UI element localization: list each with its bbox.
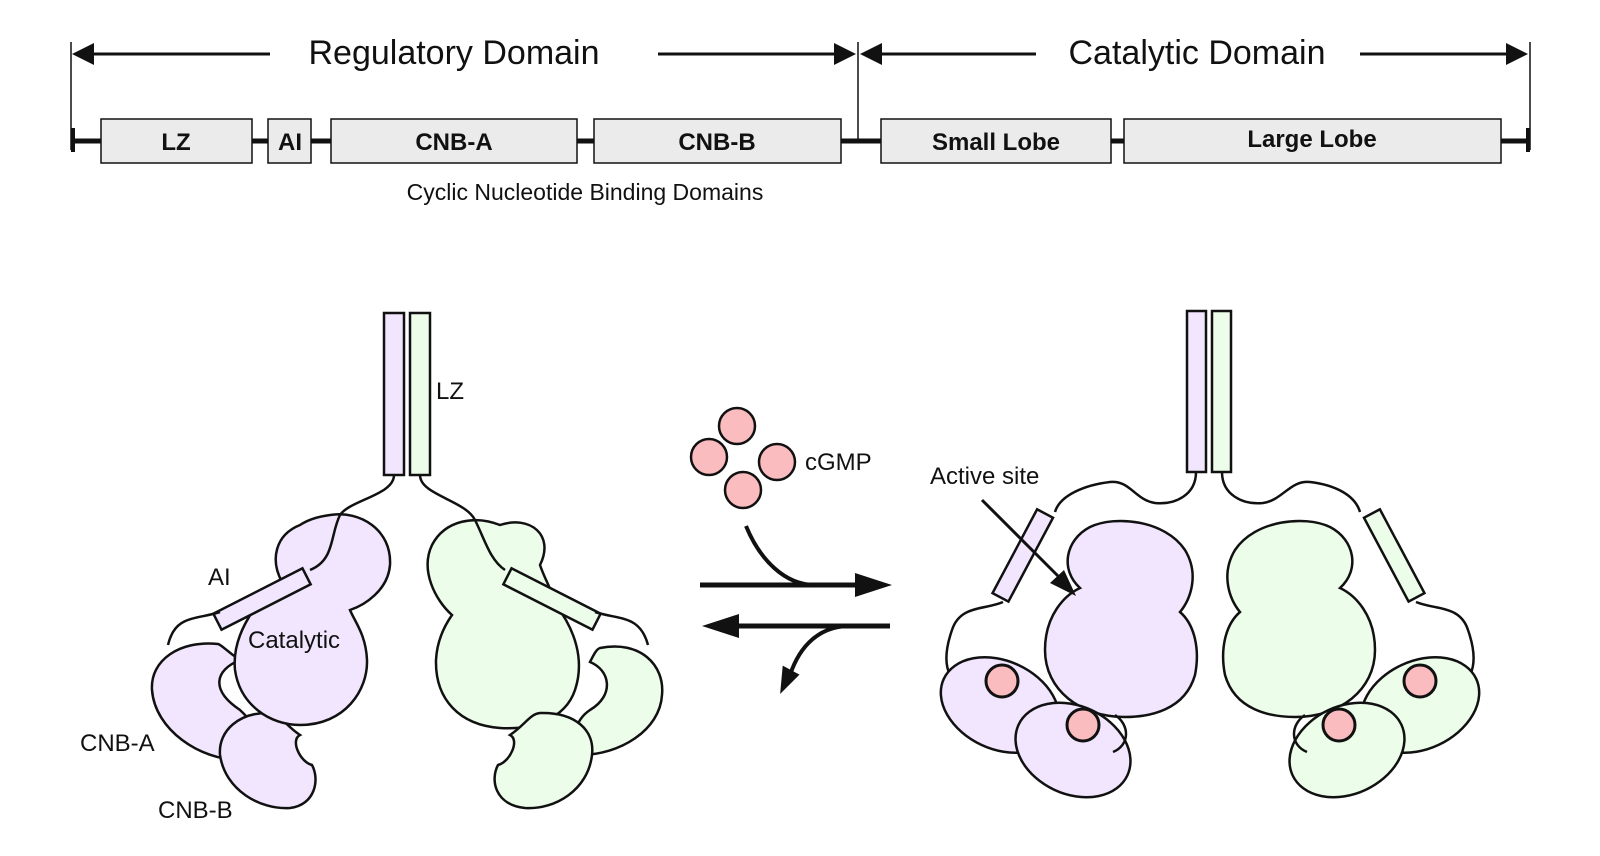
cgmp-cluster [689,406,797,510]
inactive-purple-ai [211,566,313,632]
inactive-ai-label: AI [208,564,231,591]
segment-cnb-a-label: CNB-A [415,129,492,156]
active-purple-loop [1112,713,1128,754]
cgmp-molecule [689,437,729,477]
segment-ai: AI [267,118,312,164]
segment-cnb-b-label: CNB-B [678,129,755,156]
bound-cgmp-molecule [1321,707,1357,743]
inactive-purple-linker-2 [166,610,221,646]
active-purple-catalytic [1043,519,1199,719]
segment-large-lobe: Large Lobe [1123,118,1502,164]
cgmp-release-arrowhead-icon [780,665,800,694]
regulatory-left-arrowhead-icon [72,43,94,65]
bound-cgmp [984,663,1438,743]
catalytic-domain-label: Catalytic Domain [1069,34,1326,72]
segment-small-lobe: Small Lobe [880,118,1112,164]
segment-cnb-b: CNB-B [593,118,842,164]
inactive-purple-catalytic [233,513,392,727]
inactive-lz-label: LZ [436,378,464,405]
regulatory-domain-label: Regulatory Domain [308,34,599,72]
inactive-catalytic-label: Catalytic [248,627,340,654]
cgmp-molecule [757,442,797,482]
domain-map: Regulatory Domain Catalytic Domain LZ AI… [70,34,1531,205]
regulatory-right-arrowhead-icon [834,43,856,65]
bound-cgmp-molecule [1065,707,1101,743]
bound-cgmp-molecule [984,663,1020,699]
active-purple-linker [1053,471,1198,513]
active-green-catalytic [1221,519,1377,719]
cgmp-molecule [717,406,757,446]
active-lz-green [1210,309,1233,474]
segment-cnb-a: CNB-A [330,118,578,164]
active-purple-ai [990,507,1055,604]
bound-cgmp-molecule [1402,663,1438,699]
active-green-linker-2 [1415,600,1475,676]
active-site-pointer [980,498,1062,580]
segment-small-lobe-label: Small Lobe [932,129,1060,156]
active-site-arrowhead-icon [1050,570,1076,596]
inactive-purple-linker [309,474,396,572]
cgmp-label: cGMP [805,449,872,476]
active-lz-purple [1185,309,1208,474]
cnb-caption: Cyclic Nucleotide Binding Domains [407,179,764,205]
catalytic-right-arrowhead-icon [1506,43,1528,65]
segment-large-lobe-label: Large Lobe [1247,126,1376,153]
inactive-green-linker-2 [594,610,650,646]
inactive-lz-green [408,311,432,477]
catalytic-left-arrowhead-icon [860,43,882,65]
inactive-dimer [150,311,664,810]
inactive-green-cnb-b [493,711,594,810]
active-green-ai [1362,507,1427,604]
inactive-cnb-a-label: CNB-A [80,730,155,757]
active-dimer [939,309,1481,799]
inactive-cnb-b-label: CNB-B [158,797,233,824]
equilibrium-arrows [700,525,892,694]
inactive-lz-purple [382,311,406,477]
reverse-arrowhead-icon [702,614,739,638]
active-purple-linker-2 [945,600,1004,676]
cgmp-release-curve [788,624,851,676]
inactive-purple-cnb-b [218,711,317,810]
active-green-cnb-b [1288,701,1406,799]
inactive-green-ai [501,566,603,632]
segment-lz: LZ [100,118,253,164]
inactive-green-linker [418,474,506,572]
inactive-green-catalytic [426,518,581,730]
segment-ai-label: AI [278,129,302,156]
cgmp-molecule [723,470,763,510]
active-green-linker [1220,471,1362,513]
segment-lz-label: LZ [161,129,190,156]
active-site-label: Active site [930,463,1039,490]
cgmp-binding-curve [744,525,816,587]
forward-arrowhead-icon [855,573,892,597]
active-green-loop [1292,713,1308,754]
